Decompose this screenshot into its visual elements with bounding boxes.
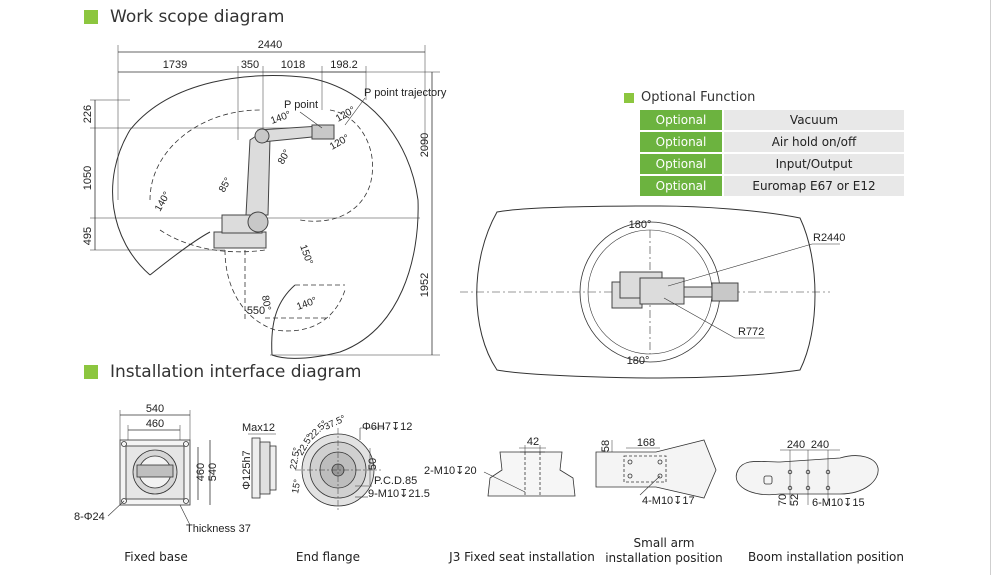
dim-168: 168 bbox=[637, 437, 655, 449]
optional-cell: Optional bbox=[640, 154, 722, 174]
dim-1739: 1739 bbox=[163, 59, 187, 71]
label-holes: 4-M10↧17 bbox=[642, 495, 695, 507]
dim-226: 226 bbox=[82, 105, 94, 123]
dim-460-w: 460 bbox=[146, 418, 164, 430]
section-title: Installation interface diagram bbox=[110, 362, 362, 382]
small-arm-labels: 58 168 4-M10↧17 bbox=[600, 437, 695, 507]
angle-label: 80° bbox=[259, 295, 272, 312]
section-marker-icon bbox=[84, 10, 98, 24]
dim-540-h: 540 bbox=[207, 463, 219, 481]
dim-50: 50 bbox=[367, 458, 379, 470]
dim-550: 550 bbox=[247, 305, 265, 317]
label-pcd: P.C.D.85 bbox=[374, 475, 417, 487]
section-title: Work scope diagram bbox=[110, 7, 285, 27]
optional-cell: Optional bbox=[640, 110, 722, 130]
value-cell: Input/Output bbox=[722, 154, 904, 174]
value-cell: Air hold on/off bbox=[722, 132, 904, 152]
label-thickness: Thickness 37 bbox=[186, 523, 251, 535]
angle-label: 140° bbox=[295, 295, 318, 312]
section-marker-icon bbox=[84, 365, 98, 379]
section-work-scope: Work scope diagram bbox=[84, 7, 284, 27]
dim-2090: 2090 bbox=[419, 133, 431, 157]
angle-label: 140° bbox=[153, 190, 173, 213]
label-pin: Φ6H7↧12 bbox=[362, 421, 412, 433]
caption-small-arm: Small arm installation position bbox=[598, 536, 730, 566]
radius-outer: R2440 bbox=[813, 232, 845, 244]
label-p-trajectory: P point trajectory bbox=[364, 87, 447, 99]
j3-seat-labels: 42 2-M10↧20 bbox=[424, 436, 539, 477]
label-holes: 2-M10↧20 bbox=[424, 465, 477, 477]
angle-label: 37.5° bbox=[323, 413, 348, 432]
label-holes: 6-M10↧15 bbox=[812, 497, 865, 509]
caption-line: Small arm bbox=[633, 536, 695, 550]
dim-58: 58 bbox=[600, 440, 612, 452]
dim-540-w: 540 bbox=[146, 403, 164, 415]
caption-j3: J3 Fixed seat installation bbox=[449, 550, 595, 564]
angle-bottom: 180° bbox=[627, 355, 650, 367]
label-max12: Max12 bbox=[242, 422, 275, 434]
optional-function-title: Optional Function bbox=[641, 90, 756, 105]
dim-1050: 1050 bbox=[82, 166, 94, 190]
caption-line: installation position bbox=[605, 551, 723, 565]
dim-240-a: 240 bbox=[787, 439, 805, 451]
fixed-base-drawing bbox=[107, 410, 211, 526]
angle-label: 80° bbox=[276, 148, 293, 167]
optional-cell: Optional bbox=[640, 132, 722, 152]
top-view-diagram bbox=[460, 205, 840, 379]
boom-labels: 240 240 70 52 6-M10↧15 bbox=[777, 439, 865, 509]
section-installation: Installation interface diagram bbox=[84, 362, 361, 382]
work-scope-diagram bbox=[90, 45, 440, 359]
fixed-base-labels: 540 460 540 460 8-Φ24 Thickness 37 bbox=[74, 403, 251, 535]
angle-label: 85° bbox=[217, 176, 234, 195]
radius-inner: R772 bbox=[738, 326, 764, 338]
dim-240-b: 240 bbox=[811, 439, 829, 451]
angle-label: 150° bbox=[297, 243, 314, 266]
angle-label: 15° bbox=[290, 478, 303, 494]
angle-top: 180° bbox=[629, 219, 652, 231]
j3-seat-drawing bbox=[483, 445, 576, 497]
dim-42: 42 bbox=[527, 436, 539, 448]
small-arm-drawing bbox=[595, 439, 717, 499]
dim-1018: 1018 bbox=[281, 59, 305, 71]
dim-52: 52 bbox=[789, 494, 801, 506]
top-view-labels: 180° 180° R2440 R772 bbox=[627, 219, 846, 367]
dim-70: 70 bbox=[777, 494, 789, 506]
dim-198: 198.2 bbox=[330, 59, 358, 71]
label-holes: 9-M10↧21.5 bbox=[368, 488, 430, 500]
value-cell: Euromap E67 or E12 bbox=[722, 176, 904, 196]
dim-1952: 1952 bbox=[419, 273, 431, 297]
caption-end-flange: End flange bbox=[295, 550, 361, 564]
optional-function-heading: Optional Function bbox=[624, 90, 755, 105]
value-cell: Vacuum bbox=[722, 110, 904, 130]
end-flange-drawing bbox=[248, 427, 385, 512]
section-marker-icon bbox=[624, 92, 634, 103]
label-holes: 8-Φ24 bbox=[74, 511, 105, 523]
boom-drawing bbox=[735, 449, 879, 505]
caption-boom: Boom installation position bbox=[747, 550, 905, 564]
caption-fixed-base: Fixed base bbox=[124, 550, 188, 564]
label-p-point: P point bbox=[284, 99, 318, 111]
dim-495: 495 bbox=[82, 227, 94, 245]
angle-label: 140° bbox=[269, 109, 292, 126]
dim-2440: 2440 bbox=[258, 39, 282, 51]
dim-460-h: 460 bbox=[195, 463, 207, 481]
optional-cell: Optional bbox=[640, 176, 722, 196]
angle-label: 22.5° bbox=[288, 446, 303, 470]
dim-350: 350 bbox=[241, 59, 259, 71]
label-dia125: Φ125h7 bbox=[241, 450, 253, 489]
